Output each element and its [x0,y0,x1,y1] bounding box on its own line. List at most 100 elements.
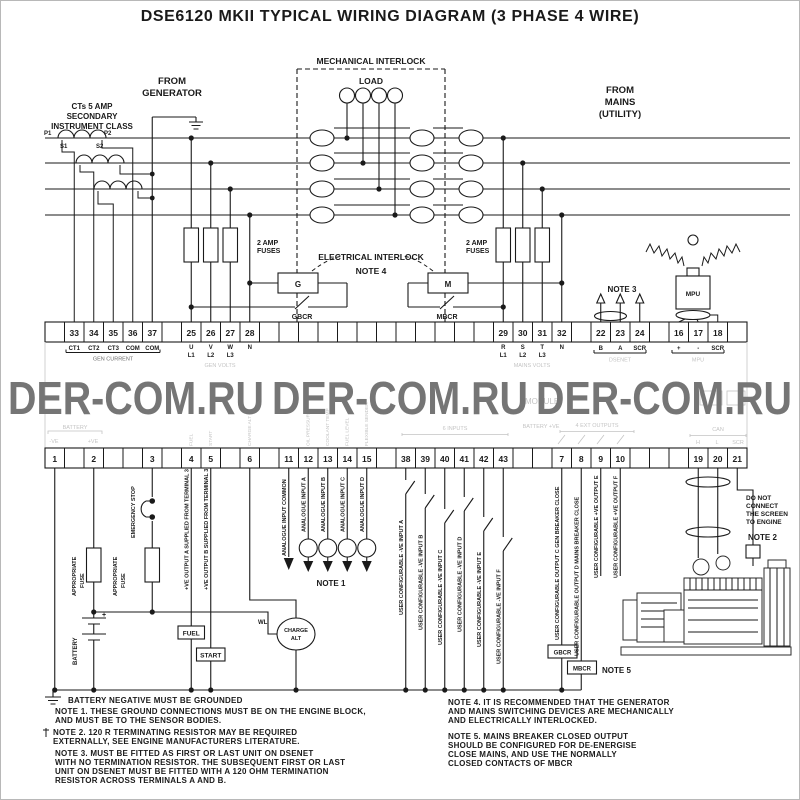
notes-block: BATTERY NEGATIVE MUST BE GROUNDED NOTE 1… [43,696,674,785]
ct-coils [57,129,143,190]
pin-ml3: L3 [539,353,547,359]
mpu-neck [686,267,700,277]
output-d-label: USER CONFIGURABLE OUTPUT D MAINS BREAKER… [575,496,581,656]
from-generator-line1: FROM [158,76,186,87]
output-a-label: +VE OUTPUT A SUPPLIED FROM TERMINAL 3 [185,469,191,590]
gen-fuses-line1: 2 AMP [257,240,278,247]
terminal-13: 13 [323,454,333,464]
terminal-14: 14 [343,454,353,464]
pin-ct2: CT2 [88,346,100,352]
mains-sensing: 2 AMP FUSES [466,138,563,322]
note3-line4: RESISTOR ACROSS TERMINALS A AND B. [55,776,226,785]
output-b-label: +VE OUTPUT B SUPPLIED FROM TERMINAL 3 [204,469,210,590]
electrical-interlock-curves [311,255,434,272]
can-twist-1 [685,476,731,488]
faint-brackets [47,430,747,445]
ct-secondary-wires [61,140,153,322]
pin-com2: COM [145,346,159,352]
faint-battery-pve: BATTERY +VE [523,424,560,430]
input-c-label: USER CONFIGURABLE -VE INPUT C [438,550,444,645]
configurable-outputs: GBCR MBCR NOTE 5 USER CONFIGURABLE OUTPU… [547,468,631,690]
output-wires [561,468,621,690]
pin-scr-mpu: SCR [711,346,724,352]
flywheel-teeth-right [701,242,741,267]
battery-wires [54,468,277,690]
faint-start: START [208,431,214,446]
can-twist-2 [685,526,731,538]
terminal-6: 6 [247,454,252,464]
pin-b: B [599,346,604,352]
pin-t: T [540,345,544,351]
from-generator-line2: GENERATOR [142,88,202,99]
emergency-stop-circuit: EMERGENCY STOP APPROPRIATE FUSE [113,468,161,612]
pin-w: W [227,345,233,351]
interlock-link [434,137,459,216]
gen-breaker-link [334,137,410,216]
ground-note: BATTERY NEGATIVE MUST BE GROUNDED [68,696,243,705]
note2-line2: EXTERNALLY, SEE ENGINE MANUFACTURERS LIT… [53,737,300,746]
pin-v: V [209,345,213,351]
pin-plus: + [677,346,681,352]
faint-can: CAN [712,427,724,433]
terminal-42: 42 [479,454,489,464]
from-mains-line2: MAINS [605,97,636,108]
page-title: DSE6120 MKII TYPICAL WIRING DIAGRAM (3 P… [141,8,640,25]
mpu-label: MPU [686,291,701,298]
terminal-16: 16 [674,328,684,338]
group-dsenet: DSENET [609,358,632,364]
do-not-line1: DO NOT [746,495,771,502]
ct-s2-label: S2 [96,144,104,150]
ground-arrow-c [342,561,353,572]
faint-flexible: FLEXIBLE SENDER [364,402,370,446]
dsenet-cable-twist [593,310,628,322]
faint-can-h: H [696,440,700,446]
module-detail-box-2 [726,390,746,406]
emergency-stop-wires [140,468,153,612]
note5-reference: NOTE 5 [602,666,631,675]
note1-line2: AND MUST BE TO THE SENSOR BODIES. [55,716,221,725]
input-e-label: USER CONFIGURABLE -VE INPUT E [477,552,483,647]
pin-ml1: L1 [500,353,508,359]
breaker-blades [334,127,463,206]
top-terminal-strip: 33 34 35 36 37 25 26 27 28 29 30 31 32 2… [44,321,748,369]
mbcr-label: MBCR [437,314,458,321]
terminal-41: 41 [460,454,470,464]
can-wires [697,468,754,566]
load-label: LOAD [359,76,383,86]
mpu-body [675,275,711,310]
gen-contactor: G GBCR [191,272,348,321]
do-not-line3: THE SCREEN [746,511,788,518]
mains-fuses-line2: FUSES [466,248,490,255]
faint-can-l: L [715,440,718,446]
flywheel-teeth-left [645,242,685,267]
terminal-17: 17 [694,328,704,338]
analogue-c-label: ANALOGUE INPUT C [341,477,347,532]
emergency-stop-label: EMERGENCY STOP [131,486,137,538]
note3-line3: UNIT ON DSENET MUST BE FITTED WITH A 120… [55,767,329,776]
load-connection: LOAD [338,76,404,215]
terminal-9: 9 [598,454,603,464]
analogue-d-label: ANALOGUE INPUT D [360,477,366,532]
group-mains-volts: MAINS VOLTS [514,363,551,369]
top-strip-dividers [64,322,728,342]
terminal-40: 40 [440,454,450,464]
terminal-30: 30 [518,328,528,338]
output-e-label: USER CONFIGURABLE +VE OUTPUT E [594,475,600,578]
note5-line2: SHOULD BE CONFIGURED FOR DE-ENERGISE [448,741,637,750]
analogue-b-label: ANALOGUE INPUT B [321,477,327,532]
ground-rail [45,689,582,705]
mains-sensing-wires [502,138,563,322]
pin-l1: L1 [188,353,196,359]
note2-line1: NOTE 2. 120 R TERMINATING RESISTOR MAY B… [53,728,297,737]
ct-p2-label: P2 [104,131,112,137]
appropriate-fuse-2b: FUSE [121,573,127,588]
ground-arrow-a [303,561,314,572]
analogue-wires [288,468,368,561]
mains-contactor-wires [407,282,562,310]
group-mpu: MPU [692,358,704,364]
fuel-start-wires [190,468,212,690]
watermark: DER-COM.RU DER-COM.RU DER-COM.RU [8,372,792,424]
group-gen-volts: GEN VOLTS [204,363,235,369]
terminal-33: 33 [70,328,80,338]
